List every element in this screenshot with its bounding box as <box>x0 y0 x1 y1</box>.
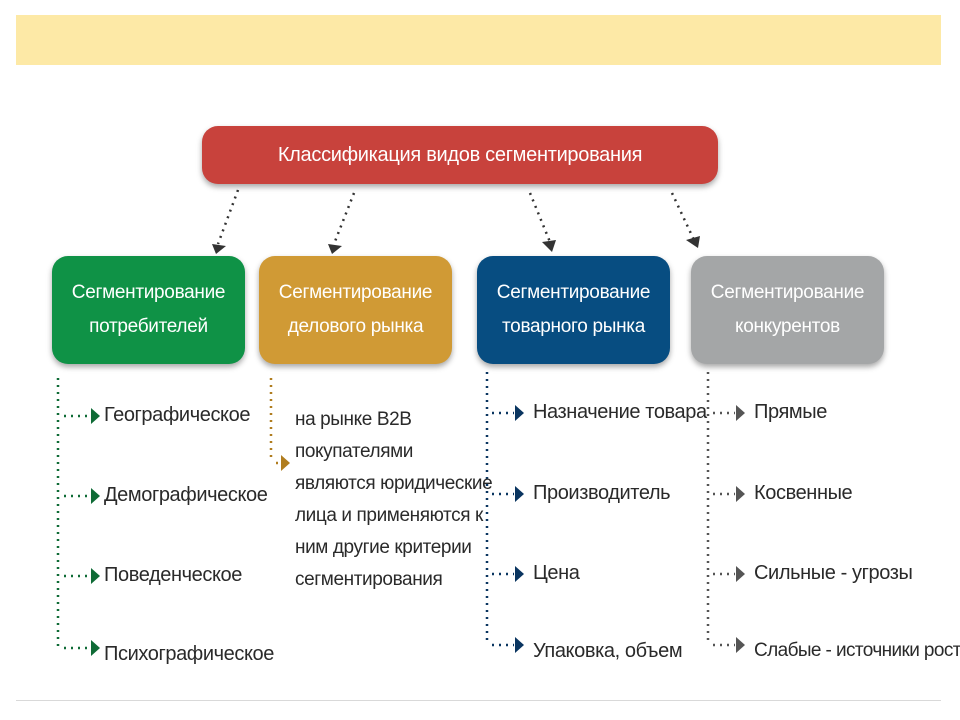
list-item-packaging: Упаковка, объем <box>533 640 683 662</box>
b2b-description: на рынке B2B покупателями являются юриди… <box>295 404 493 596</box>
category-consumers: Сегментирование потребителей <box>52 256 245 364</box>
category-competitors: Сегментирование конкурентов <box>691 256 884 364</box>
root-node: Классификация видов сегментирования <box>202 126 718 184</box>
connector-root-cat-1 <box>332 192 356 245</box>
description-line: покупателями <box>295 441 413 462</box>
category-label-line2: товарного рынка <box>501 316 645 337</box>
category-label-line1: Сегментирование <box>278 282 433 303</box>
connector-root-cat-0 <box>216 189 240 245</box>
list-item-demographic: Демографическое <box>104 484 268 506</box>
list-item-weak-growth: Слабые - источники роста <box>754 640 960 661</box>
description-line: лица и применяются к <box>295 505 483 526</box>
list-item-manufacturer: Производитель <box>533 482 671 504</box>
description-line: на рынке B2B <box>295 409 412 430</box>
arrowhead-cat-1 <box>328 244 342 254</box>
arrowhead-cat-2 <box>542 240 556 252</box>
footer-divider <box>16 700 941 701</box>
list-item-behavioral: Поведенческое <box>104 564 242 586</box>
list-item-strong-threats: Сильные - угрозы <box>754 562 913 584</box>
root-label: Классификация видов сегментирования <box>277 143 643 166</box>
list-item-psychographic: Психографическое <box>104 643 274 665</box>
connector-root-cat-2 <box>528 192 552 243</box>
list-item-price: Цена <box>533 562 580 584</box>
list-item-geographic: Географическое <box>104 404 251 426</box>
category-label-line1: Сегментирование <box>710 282 865 303</box>
list-item-purpose: Назначение товара <box>533 401 707 423</box>
category-business-market: Сегментирование делового рынка <box>259 256 452 364</box>
description-line: сегментирования <box>295 569 443 590</box>
list-item-direct: Прямые <box>754 401 827 423</box>
list-item-indirect: Косвенные <box>754 482 853 504</box>
description-line: ним другие критерии <box>295 537 472 558</box>
connector-root-cat-3 <box>670 192 696 241</box>
description-line: являются юридические <box>295 473 493 494</box>
category-label-line2: конкурентов <box>735 316 840 337</box>
category-label-line1: Сегментирование <box>71 282 226 303</box>
arrowhead-cat-0 <box>212 244 226 254</box>
category-label-line2: делового рынка <box>287 316 424 337</box>
category-label-line2: потребителей <box>89 316 208 337</box>
arrowhead-cat-3 <box>686 236 700 248</box>
category-label-line1: Сегментирование <box>496 282 651 303</box>
category-product-market: Сегментирование товарного рынка <box>477 256 670 364</box>
title-banner <box>16 15 941 65</box>
